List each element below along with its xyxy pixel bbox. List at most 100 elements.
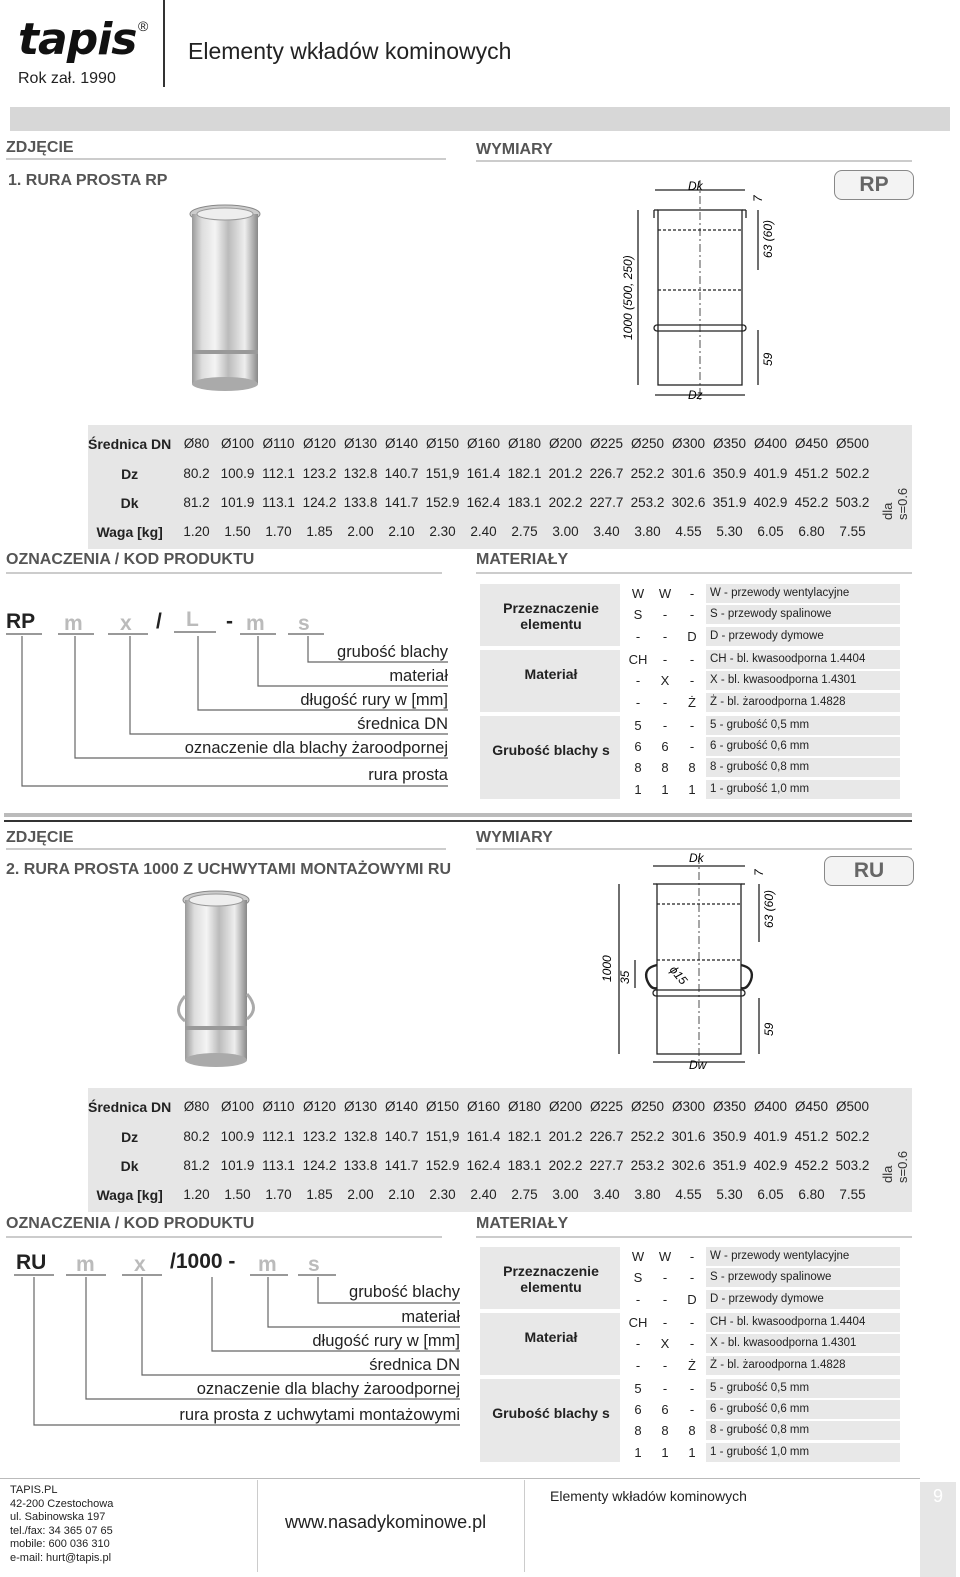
legend-length: długość rury w [mm] [300, 691, 448, 709]
cell-waga: 6.05 [757, 1187, 784, 1202]
cell-waga: 1.50 [224, 1187, 251, 1202]
legend-diameter: średnica DN [357, 715, 448, 733]
materials-description: X - bl. kwasoodporna 1.4301 [706, 671, 900, 691]
materials-description: X - bl. kwasoodporna 1.4301 [706, 1334, 900, 1354]
code-legend-lines-2 [33, 1277, 460, 1426]
cell-dn: Ø225 [589, 1099, 624, 1114]
cell-dn: Ø130 [343, 436, 378, 451]
divider [250, 1274, 288, 1276]
cell-dz: 350.9 [712, 466, 747, 481]
cell-dn: Ø130 [343, 1099, 378, 1114]
legend-diameter: średnica DN [369, 1356, 460, 1374]
table-row: Dk [88, 1150, 171, 1182]
cell-dn: Ø120 [302, 436, 337, 451]
dimension-grid: Średnica DN Dz Dk Waga [kg] [88, 427, 172, 545]
dim-35: 35 [618, 970, 632, 984]
materials-code-cell: - [689, 1380, 695, 1396]
cell-dk: 101.9 [220, 495, 255, 510]
section-title-1: 1. RURA PROSTA RP [8, 172, 168, 189]
cell-dn: Ø80 [183, 1099, 210, 1114]
cell-dk: 113.1 [262, 495, 295, 510]
divider [174, 631, 216, 633]
divider [6, 848, 446, 850]
dim-length: 1000 [600, 955, 614, 982]
materials-code-cell: - [689, 673, 695, 689]
cell-dz: 301.6 [671, 1129, 706, 1144]
cell-dk: 202.2 [548, 1158, 583, 1173]
materials-description: CH - bl. kwasoodporna 1.4404 [706, 649, 900, 669]
materials-code-cell: W [631, 586, 645, 601]
materials-code-cell: 8 [634, 760, 642, 776]
cell-dn: Ø160 [466, 436, 501, 451]
row-label: Waga [kg] [96, 524, 163, 540]
cell-dz: 132.8 [343, 1129, 378, 1144]
table-row: Średnica DN [88, 427, 171, 461]
materials-group-label: Grubość blachy s [492, 742, 610, 759]
cell-waga: 2.30 [429, 524, 456, 539]
cell-dn: Ø180 [507, 436, 542, 451]
cell-dz: 201.2 [548, 1129, 583, 1144]
materials-description: S - przewody spalinowe [706, 1268, 900, 1288]
logo: tapis ® Rok zał. 1990 [18, 18, 158, 93]
cell-dn: Ø200 [548, 1099, 583, 1114]
cell-dn: Ø500 [835, 1099, 870, 1114]
row-label: Waga [kg] [96, 1187, 163, 1203]
dim-7: 7 [751, 194, 765, 202]
cell-dn: Ø300 [671, 1099, 706, 1114]
materials-description: 1 - grubość 1,0 mm [706, 779, 900, 799]
materials-code-cell: 8 [661, 760, 669, 776]
cell-dk: 452.2 [794, 495, 829, 510]
cell-dk: 402.9 [753, 495, 788, 510]
materials-code-cell: - [635, 1291, 641, 1307]
materials-code-cell: CH [628, 651, 648, 667]
footer-line: tel./fax: 34 365 07 65 [10, 1524, 113, 1537]
cell-dn: Ø180 [507, 1099, 542, 1114]
cell-dk: 101.9 [220, 1158, 255, 1173]
row-label: Średnica DN [88, 435, 172, 452]
cell-dz: 112.1 [262, 1129, 295, 1144]
pipe-photo-rp [189, 204, 261, 391]
header-divider [163, 0, 165, 87]
cell-dk: 183.1 [507, 1158, 542, 1173]
cell-dz: 100.9 [220, 1129, 255, 1144]
cell-waga: 1.20 [183, 524, 210, 539]
divider [298, 1274, 336, 1276]
legend-heat-resistant: oznaczenie dla blachy żaroodpornej [184, 739, 448, 757]
cell-dn: Ø100 [220, 1099, 255, 1114]
materials-description: 6 - grubość 0,6 mm [706, 737, 900, 757]
logo-subtitle: Rok zał. 1990 [18, 70, 116, 87]
cell-dn: Ø250 [630, 436, 665, 451]
code-x: x [120, 612, 132, 635]
materials-description: 8 - grubość 0,8 mm [706, 758, 900, 778]
footer-divider [257, 1480, 258, 1572]
section-divider [4, 813, 912, 817]
cell-dk: 152.9 [425, 1158, 460, 1173]
materials-code-cell: W [658, 586, 672, 601]
cell-dz: 226.7 [589, 466, 624, 481]
cell-waga: 3.00 [552, 1187, 579, 1202]
cell-waga: 3.00 [552, 524, 579, 539]
row-label: Dz [121, 1129, 139, 1145]
cell-dz: 502.2 [835, 466, 870, 481]
cell-dz: 140.7 [384, 1129, 419, 1144]
cell-dk: 302.6 [671, 1158, 706, 1173]
footer-line: ul. Sabinowska 197 [10, 1511, 106, 1523]
footer-website-link[interactable]: www.nasadykominowe.pl [285, 1512, 487, 1532]
dw-label: Dw [689, 1058, 708, 1072]
materials-code-cell: S [633, 607, 643, 623]
materials-code-cell: - [662, 1380, 668, 1396]
cell-waga: 6.80 [798, 524, 825, 539]
dim-7: 7 [752, 868, 766, 876]
cell-dk: 351.9 [712, 1158, 747, 1173]
footer-divider [524, 1480, 525, 1572]
materials-code-cell: X [660, 673, 670, 689]
materials-code-cell: - [635, 694, 641, 710]
cell-dn: Ø300 [671, 436, 706, 451]
materials-code-cell: 8 [661, 1423, 669, 1439]
dk-label: Dk [689, 851, 705, 865]
materials-code-cell: - [662, 628, 668, 644]
cell-dk: 183.1 [507, 495, 542, 510]
cell-waga: 5.30 [716, 1187, 743, 1202]
cell-dz: 161.4 [466, 466, 501, 481]
header-bar [10, 107, 950, 131]
